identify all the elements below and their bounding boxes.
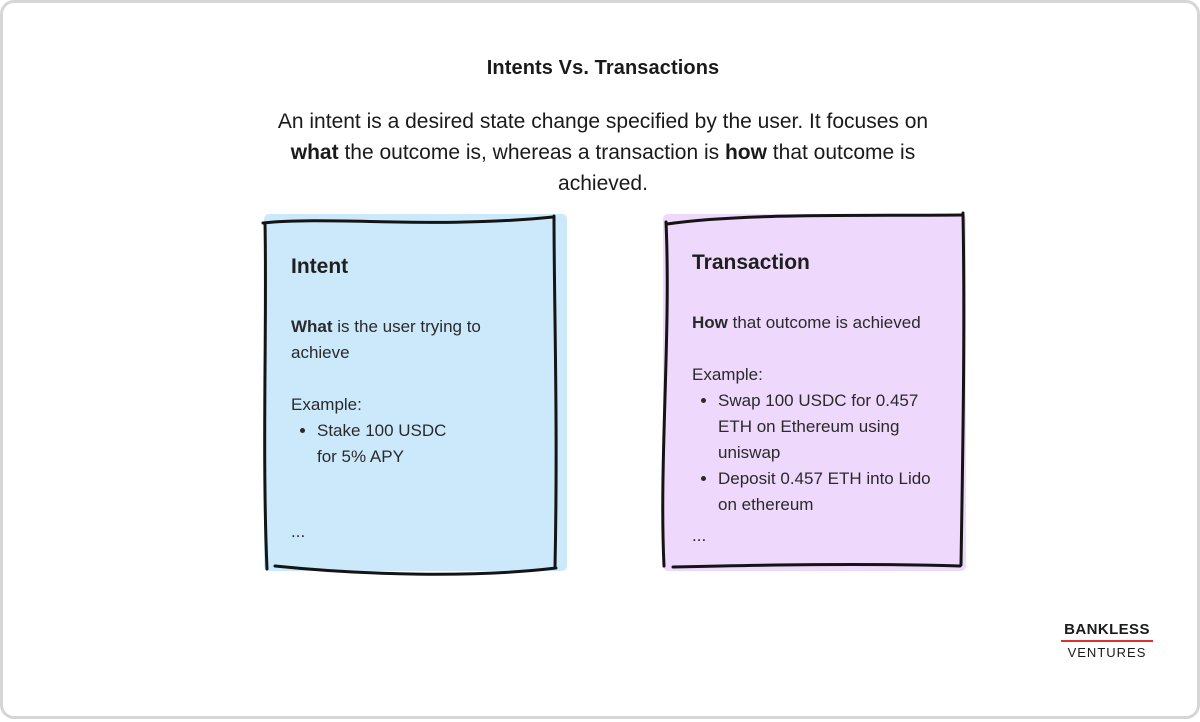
transaction-ellipsis: ...: [692, 526, 707, 545]
intent-example-list: Stake 100 USDC for 5% APY: [291, 418, 467, 470]
intent-desc-bold: What: [291, 317, 333, 336]
subtitle-bold-what: what: [290, 141, 339, 164]
transaction-card-outline: [661, 211, 966, 569]
intent-card-fill: [264, 214, 567, 571]
intent-card-outline: [261, 214, 558, 576]
intent-card: Intent What is the user trying to achiev…: [291, 254, 531, 542]
logo-bottom-text: VENTURES: [1067, 645, 1147, 660]
transaction-desc-bold: How: [692, 313, 728, 332]
subtitle-bold-how: how: [724, 141, 767, 164]
transaction-example-item: Swap 100 USDC for 0.457 ETH on Ethereum …: [718, 388, 940, 466]
subtitle-text-2: the outcome is, whereas a transaction is: [338, 141, 725, 164]
subtitle-text-1: An intent is a desired state change spec…: [277, 110, 929, 133]
transaction-heading: Transaction: [692, 251, 810, 274]
intent-desc-rest: is the user trying to achieve: [291, 317, 481, 362]
cards-drawing: [261, 211, 966, 576]
transaction-card: Transaction How that outcome is achieved…: [692, 250, 940, 546]
intent-ellipsis: ...: [291, 522, 306, 541]
bankless-ventures-logo: BANKLESS VENTURES: [1061, 621, 1153, 660]
logo-accent-bar: [1061, 640, 1153, 642]
transaction-desc-rest: that outcome is achieved: [727, 313, 921, 332]
intent-example-label: Example:: [291, 395, 362, 414]
transaction-example-item: Deposit 0.457 ETH into Lido on ethereum: [718, 466, 940, 518]
intent-description: What is the user trying to achieve: [291, 314, 531, 366]
transaction-description: How that outcome is achieved: [692, 310, 940, 336]
intent-example-item: Stake 100 USDC for 5% APY: [317, 418, 467, 470]
diagram-title: Intents Vs. Transactions: [486, 57, 720, 79]
logo-top-text: BANKLESS: [1064, 621, 1150, 638]
subtitle-text-3: that outcome is achieved.: [558, 141, 916, 195]
diagram-subtitle: An intent is a desired state change spec…: [253, 106, 953, 199]
intent-heading: Intent: [291, 255, 349, 278]
transaction-example-label: Example:: [692, 365, 763, 384]
transaction-card-fill: [663, 214, 966, 571]
transaction-example-list: Swap 100 USDC for 0.457 ETH on Ethereum …: [692, 388, 940, 518]
